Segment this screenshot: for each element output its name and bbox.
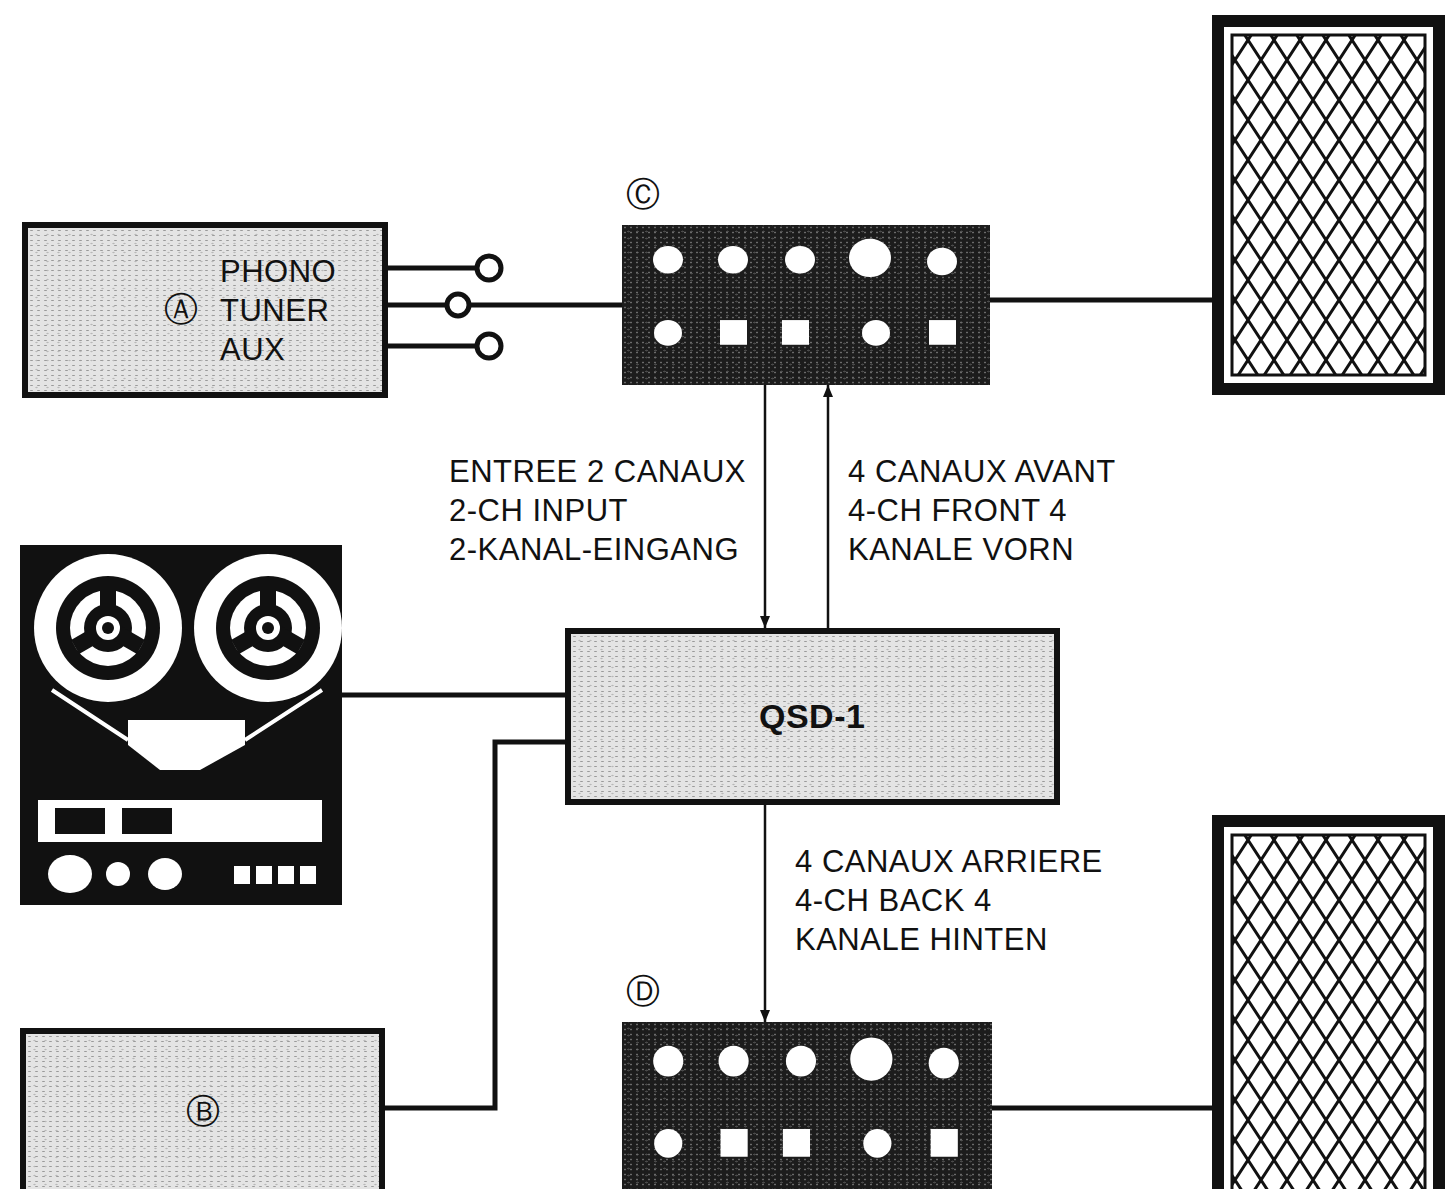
- source-list: PHONO TUNER AUX: [220, 252, 339, 369]
- amplifier-panel: [622, 225, 990, 385]
- source-box: Ⓐ PHONO TUNER AUX: [22, 222, 388, 398]
- signal-arrow: [827, 385, 830, 628]
- callout-letter: Ⓓ: [626, 972, 661, 1010]
- callout-letter: Ⓑ: [186, 1092, 221, 1130]
- speaker-back: [992, 815, 1445, 1189]
- signal-wire: [388, 303, 622, 308]
- callout-letter: Ⓒ: [626, 175, 661, 213]
- amplifier-panel: [622, 1022, 992, 1189]
- amplifier-front: Ⓒ: [622, 225, 990, 385]
- input-terminal: [447, 294, 469, 316]
- callout-letter: Ⓐ: [164, 290, 199, 328]
- signal-label: 4 CANAUX AVANT 4-CH FRONT 4 KANALE VORN: [848, 452, 1118, 569]
- decoder-box: QSD-1: [565, 628, 1060, 805]
- input-terminals: [388, 256, 501, 358]
- tape-deck: [20, 545, 565, 905]
- signal-label: 4 CANAUX ARRIERE 4-CH BACK 4 KANALE HINT…: [795, 842, 1104, 959]
- signal-arrow: [764, 805, 767, 1022]
- speaker-front: [990, 15, 1445, 395]
- signal-arrow: [764, 385, 767, 628]
- device-name: QSD-1: [759, 697, 865, 736]
- signal-wire: [385, 742, 565, 1108]
- signal-label: ENTREE 2 CANAUX 2-CH INPUT 2-KANAL-EINGA…: [449, 452, 748, 569]
- source-box: Ⓑ: [20, 1028, 385, 1189]
- amplifier-back: Ⓓ: [622, 1022, 992, 1189]
